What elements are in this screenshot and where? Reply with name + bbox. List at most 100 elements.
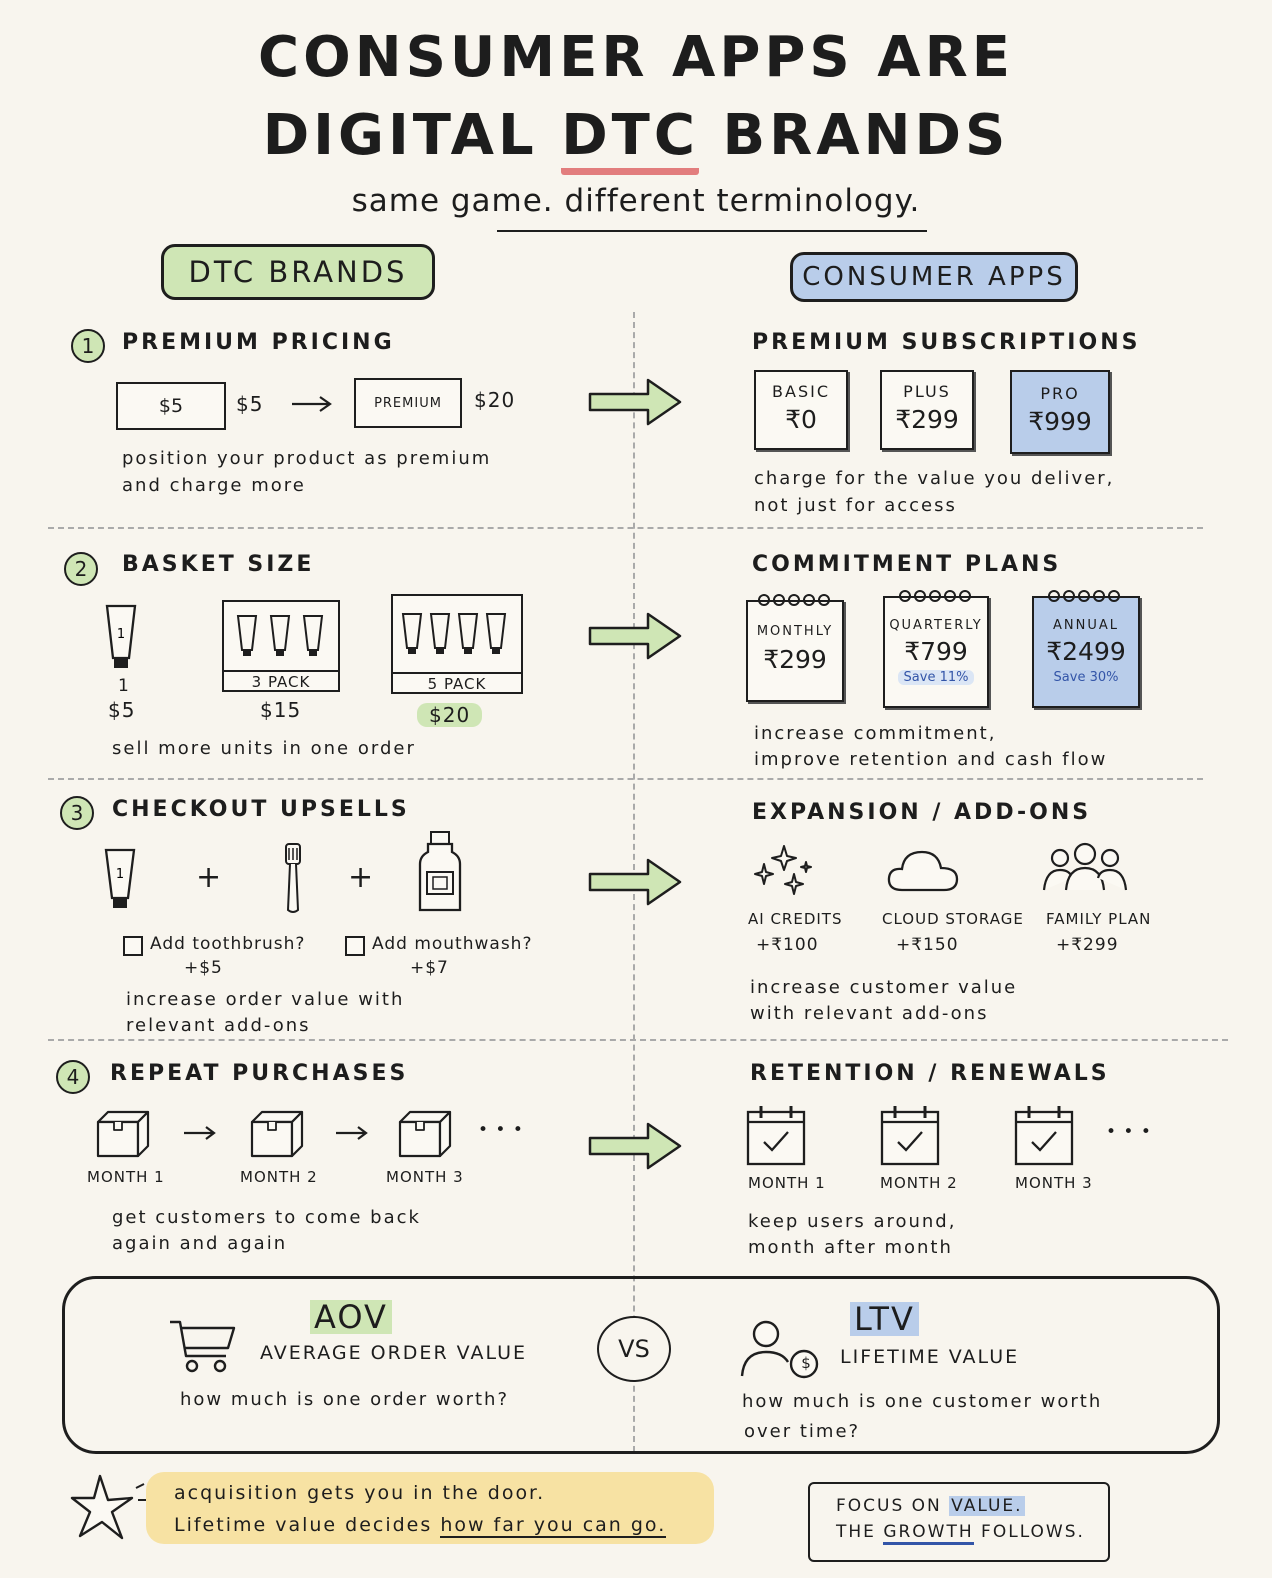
- ellipsis: • • •: [1106, 1122, 1152, 1142]
- title-text: DIGITAL: [262, 103, 562, 168]
- addon-checkbox[interactable]: [123, 936, 143, 956]
- price-label: $20: [474, 388, 516, 412]
- tier-name: PLUS: [903, 382, 951, 401]
- description: and charge more: [122, 475, 306, 496]
- section-divider: [48, 1039, 1228, 1041]
- section-number: 3: [60, 796, 94, 830]
- description: sell more units in one order: [112, 738, 416, 759]
- toothbrush-icon: [285, 843, 301, 913]
- coin-symbol: $: [801, 1354, 811, 1372]
- right-arrow-icon: [588, 612, 682, 660]
- addon-checkbox[interactable]: [345, 936, 365, 956]
- slogan-line: FOCUS ON VALUE.: [836, 1496, 1108, 1516]
- three-pack-box: 3 PACK: [222, 600, 340, 692]
- ltv-full: LIFETIME VALUE: [840, 1346, 1020, 1368]
- vs-badge: VS: [597, 1316, 671, 1382]
- plan-card-monthly: MONTHLY ₹299: [746, 594, 844, 702]
- footer-note: Lifetime value decides how far you can g…: [174, 1512, 667, 1539]
- pack-label: 5 PACK: [393, 672, 521, 694]
- arrow-icon: [336, 1126, 368, 1140]
- description: with relevant add-ons: [750, 1003, 989, 1024]
- slogan-box: FOCUS ON VALUE. THE GROWTH FOLLOWS.: [808, 1482, 1110, 1562]
- price-label: $5: [236, 392, 264, 416]
- subtitle: same game. different terminology.: [351, 183, 921, 219]
- slogan-text: FOLLOWS.: [973, 1522, 1085, 1542]
- section-number: 4: [56, 1060, 90, 1094]
- subtitle-underline: [497, 230, 927, 232]
- description: position your product as premium: [122, 448, 492, 469]
- footer-note-emphasis: how far you can go.: [440, 1514, 667, 1538]
- addon-price: +$5: [184, 958, 223, 978]
- price-tag: $5: [116, 382, 226, 430]
- tier-card-pro: PRO ₹999: [1010, 370, 1110, 454]
- summary-box: [62, 1276, 1220, 1454]
- tier-name: PRO: [1040, 384, 1080, 403]
- description: increase commitment,: [754, 723, 997, 744]
- plan-name: ANNUAL: [1053, 618, 1119, 633]
- calendar-check-icon: [746, 1106, 806, 1166]
- month-label: MONTH 3: [386, 1168, 464, 1186]
- addon-price: +₹150: [896, 935, 959, 955]
- section-title: REPEAT PURCHASES: [110, 1061, 409, 1086]
- month-label: MONTH 1: [748, 1174, 826, 1192]
- svg-text:1: 1: [117, 627, 125, 642]
- description: month after month: [748, 1237, 953, 1258]
- plus-sign: +: [196, 860, 222, 895]
- addon-label: Add mouthwash?: [372, 934, 533, 954]
- section-title: CHECKOUT UPSELLS: [112, 797, 410, 822]
- description: increase customer value: [750, 977, 1018, 998]
- right-arrow-icon: [588, 858, 682, 906]
- addon-label: Add toothbrush?: [150, 934, 306, 954]
- description: not just for access: [754, 495, 957, 516]
- toothpaste-tube-icon: 1: [104, 848, 136, 908]
- slogan-emphasis: VALUE.: [949, 1496, 1025, 1516]
- pack-label: 3 PACK: [224, 670, 338, 692]
- plan-card-quarterly: QUARTERLY ₹799 Save 11%: [883, 590, 989, 708]
- description: improve retention and cash flow: [754, 749, 1108, 770]
- section-number: 2: [64, 552, 98, 586]
- plan-price: ₹799: [904, 637, 968, 666]
- addon-price: +₹100: [756, 935, 819, 955]
- tier-price: ₹999: [1028, 407, 1092, 436]
- mouthwash-bottle-icon: [418, 831, 462, 912]
- aov-question: how much is one order worth?: [180, 1389, 510, 1410]
- tubes-icon: [401, 613, 507, 654]
- tier-price: ₹0: [785, 405, 817, 434]
- shopping-cart-icon: [170, 1320, 236, 1373]
- ltv-question: how much is one customer worth: [742, 1391, 1103, 1412]
- slogan-text: FOCUS ON: [836, 1496, 950, 1516]
- arrow-icon: [292, 396, 332, 412]
- title-emphasis: DTC: [561, 103, 699, 175]
- save-badge: Save 30%: [1053, 670, 1119, 685]
- month-label: MONTH 2: [880, 1174, 958, 1192]
- box-icon: [96, 1110, 150, 1158]
- save-badge: Save 11%: [898, 670, 974, 685]
- description: again and again: [112, 1233, 288, 1254]
- section-title: RETENTION / RENEWALS: [750, 1061, 1110, 1086]
- footer-note-text: Lifetime value decides: [174, 1514, 441, 1536]
- plus-sign: +: [348, 860, 374, 895]
- tubes-icon: [236, 615, 324, 656]
- plan-name: MONTHLY: [756, 624, 834, 639]
- addon-name: CLOUD STORAGE: [882, 910, 1024, 928]
- calendar-check-icon: [1014, 1106, 1074, 1166]
- svg-text:1: 1: [116, 867, 124, 882]
- price-label: $5: [108, 698, 136, 722]
- section-number: 1: [71, 329, 105, 363]
- arrow-icon: [184, 1126, 216, 1140]
- month-label: MONTH 1: [87, 1168, 165, 1186]
- description: charge for the value you deliver,: [754, 468, 1115, 489]
- ltv-abbr: LTV: [850, 1302, 919, 1336]
- column-label-dtc: DTC BRANDS: [161, 244, 435, 300]
- spiral-binding-icon: [1048, 590, 1120, 602]
- right-arrow-icon: [588, 378, 682, 426]
- footer-note: acquisition gets you in the door.: [174, 1482, 546, 1504]
- addon-name: AI CREDITS: [748, 910, 843, 928]
- title-text: BRANDS: [698, 103, 1010, 168]
- people-icon: [1042, 842, 1128, 891]
- month-label: MONTH 2: [240, 1168, 318, 1186]
- price-label-highlight: $20: [417, 703, 483, 727]
- slogan-line: THE GROWTH FOLLOWS.: [836, 1522, 1108, 1545]
- title-line-2: DIGITAL DTC BRANDS: [0, 103, 1272, 175]
- month-label: MONTH 3: [1015, 1174, 1093, 1192]
